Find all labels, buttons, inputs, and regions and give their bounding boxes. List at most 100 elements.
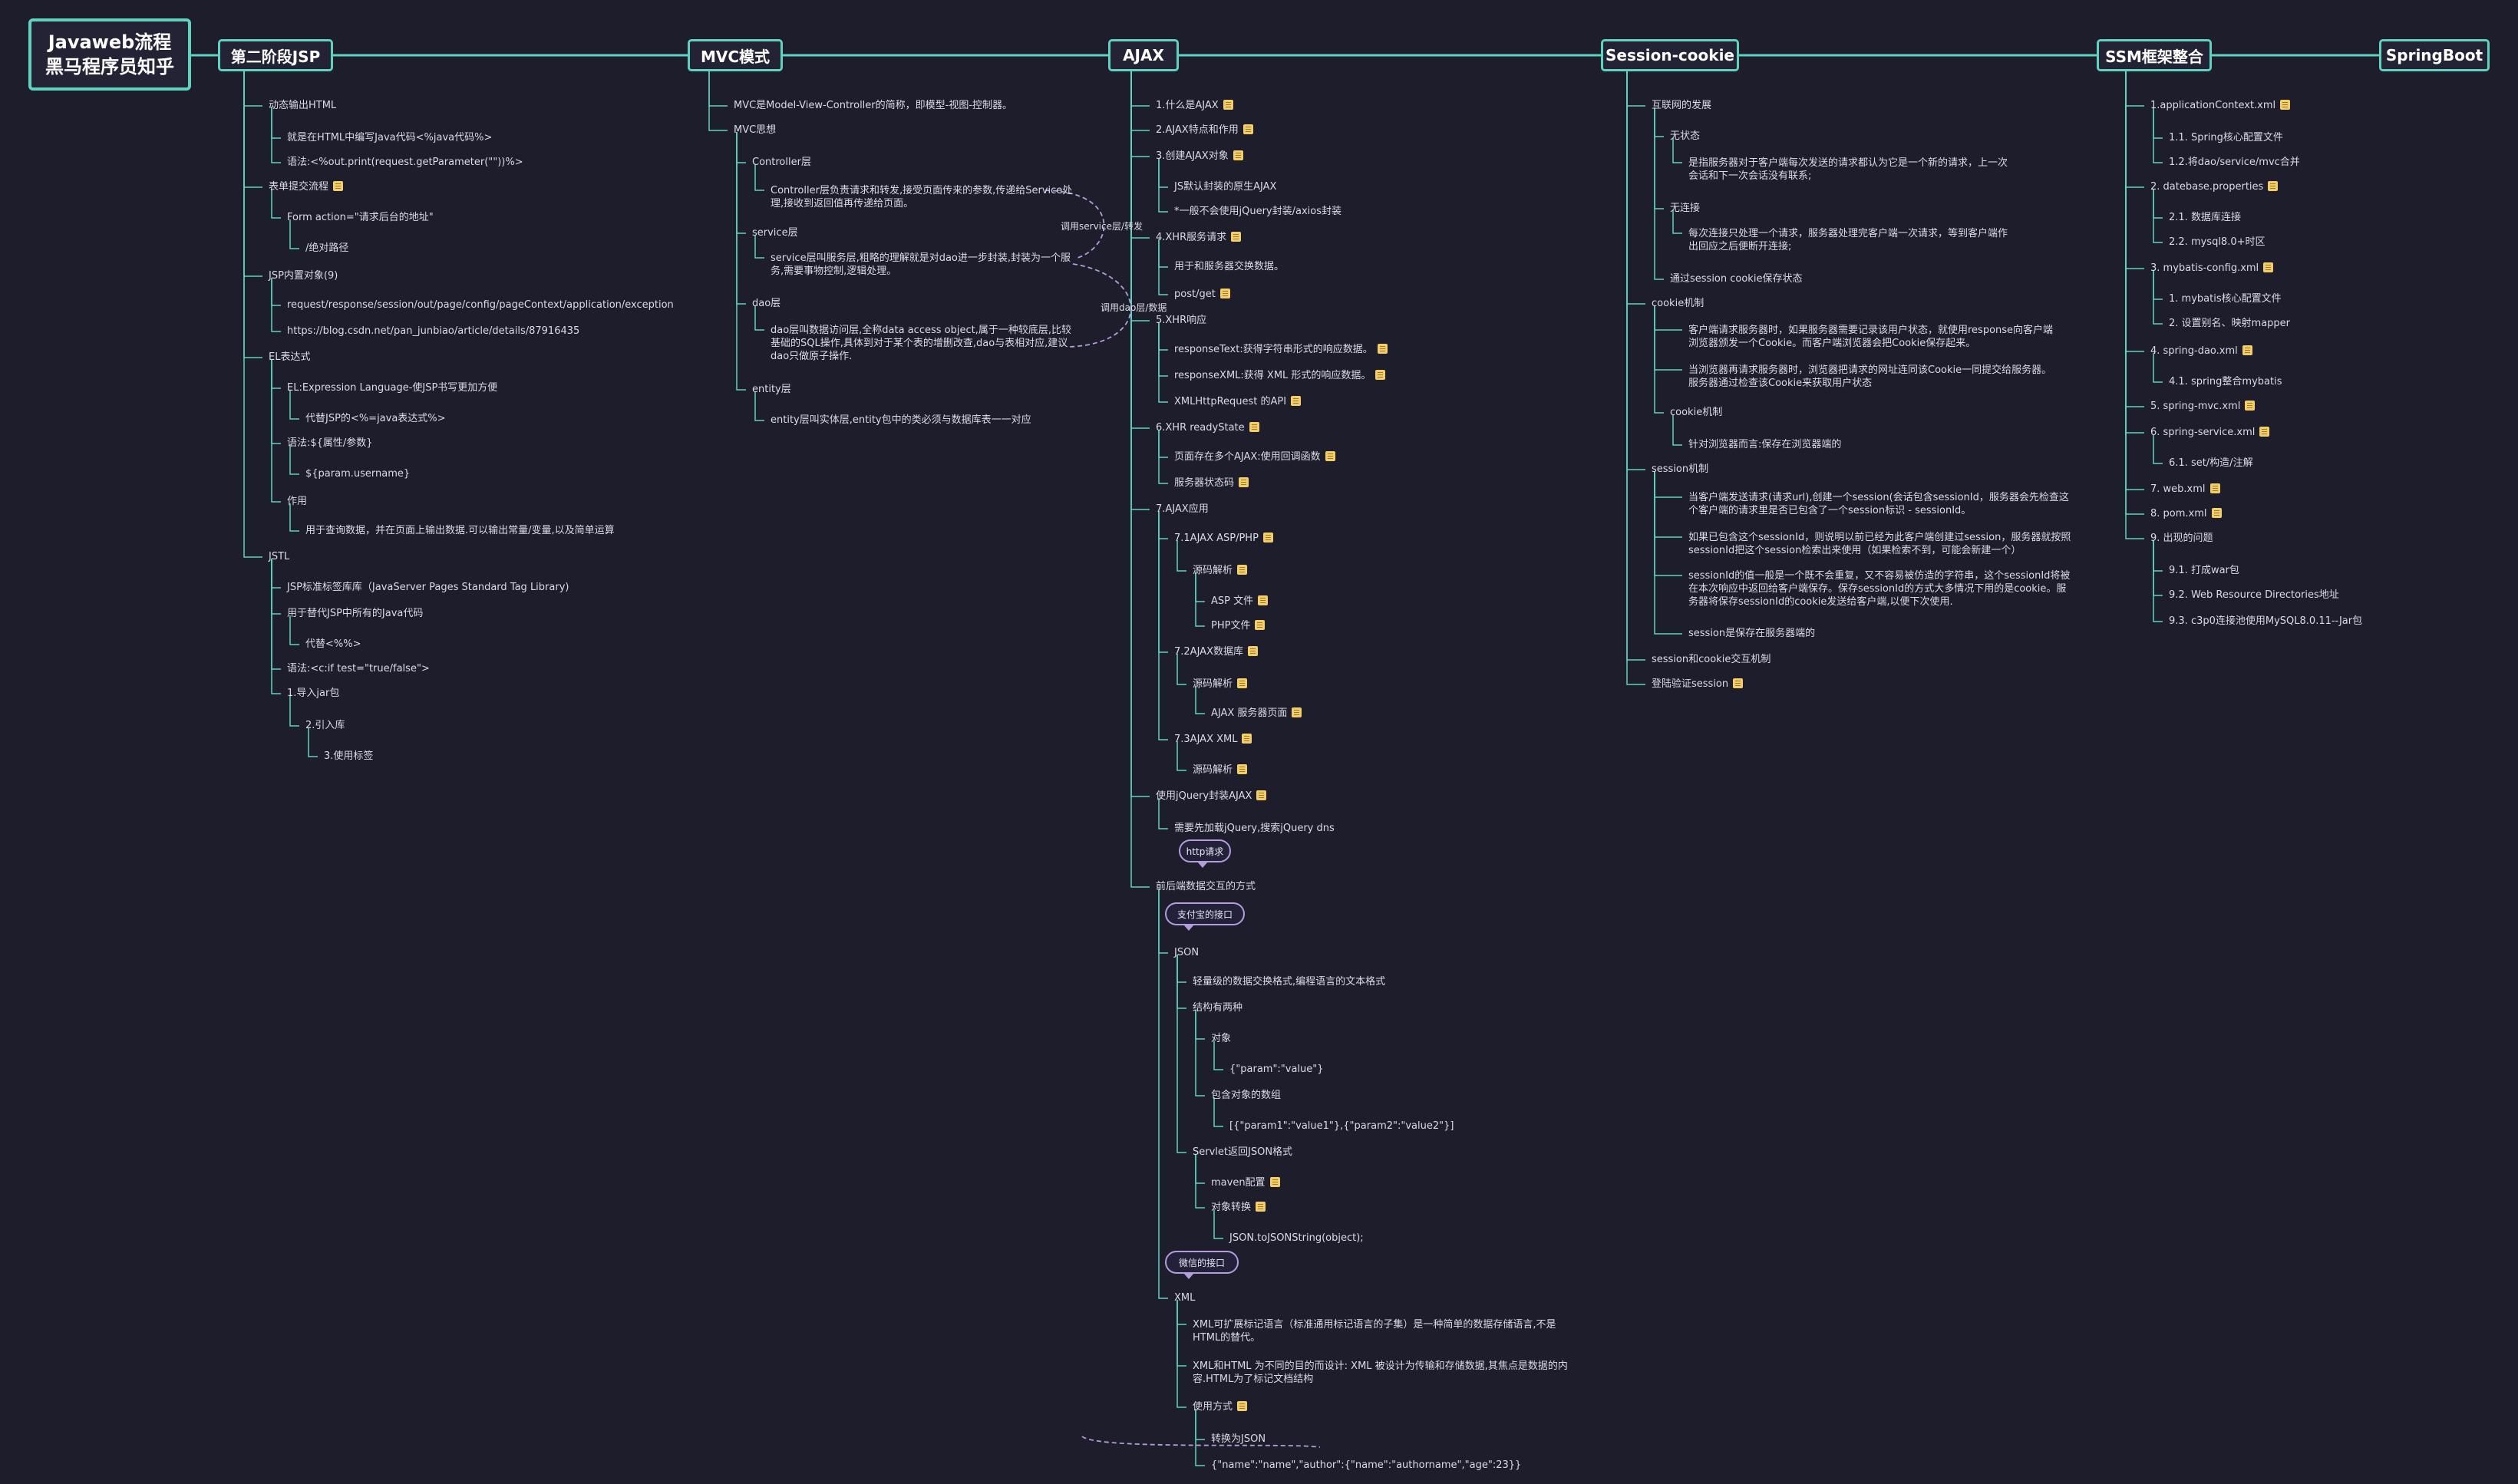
- ssm-node[interactable]: 1.applicationContext.xml: [2150, 100, 2291, 112]
- jsp-node[interactable]: 语法:${属性/参数}: [287, 437, 373, 450]
- ajax-node[interactable]: 源码解析: [1193, 764, 1248, 777]
- ssm-node[interactable]: 6.1. set/构造/注解: [2169, 457, 2253, 470]
- session-node[interactable]: session机制: [1652, 463, 1708, 476]
- ajax-node[interactable]: 7.3AJAX XML: [1174, 734, 1252, 746]
- ajax-node[interactable]: 3.创建AJAX对象: [1156, 150, 1243, 163]
- ajax-node[interactable]: 源码解析: [1193, 565, 1248, 577]
- callout-bubble[interactable]: 支付宝的接口: [1165, 902, 1245, 931]
- jsp-node[interactable]: Form action="请求后台的地址": [287, 212, 434, 224]
- ajax-node[interactable]: XML: [1174, 1292, 1195, 1304]
- ssm-node[interactable]: 1.2.将dao/service/mvc合并: [2169, 157, 2300, 169]
- ajax-node[interactable]: XML可扩展标记语言（标准通用标记语言的子集）是一种简单的数据存储语言,不是HT…: [1193, 1318, 1576, 1344]
- mvc-node[interactable]: dao层: [752, 298, 780, 310]
- jsp-node[interactable]: JSP标准标签库库（JavaServer Pages Standard Tag …: [287, 582, 569, 594]
- ajax-node[interactable]: XML和HTML 为不同的目的而设计: XML 被设计为传输和存储数据,其焦点是…: [1193, 1360, 1576, 1386]
- mvc-node[interactable]: dao层叫数据访问层,全称data access object,属于一种较底层,…: [771, 324, 1077, 363]
- ajax-node[interactable]: {"name":"name","author":{"name":"authorn…: [1211, 1459, 1521, 1472]
- jsp-node[interactable]: EL:Expression Language-使JSP书写更加方便: [287, 382, 497, 394]
- mvc-node[interactable]: service层叫服务层,粗略的理解就是对dao进一步封装,封装为一个服务,需要…: [771, 252, 1077, 278]
- jsp-node[interactable]: https://blog.csdn.net/pan_junbiao/articl…: [287, 325, 579, 338]
- ajax-node[interactable]: JSON: [1174, 947, 1199, 959]
- memo-icon[interactable]: [1223, 100, 1233, 110]
- session-node[interactable]: 互联网的发展: [1652, 100, 1711, 112]
- jsp-node[interactable]: 语法:<c:if test="true/false">: [287, 663, 430, 675]
- session-node[interactable]: sessionId的值一般是一个既不会重复，又不容易被仿造的字符串，这个sess…: [1688, 569, 2072, 608]
- jsp-node[interactable]: JSTL: [269, 551, 289, 563]
- ajax-node[interactable]: 1.什么是AJAX: [1156, 100, 1233, 112]
- ajax-node[interactable]: 页面存在多个AJAX:使用回调函数: [1174, 451, 1335, 463]
- ajax-node[interactable]: responseXML:获得 XML 形式的响应数据。: [1174, 370, 1386, 382]
- jsp-node[interactable]: 就是在HTML中编写Java代码<%java代码%>: [287, 132, 492, 144]
- callout-bubble[interactable]: 微信的接口: [1165, 1251, 1239, 1279]
- memo-icon[interactable]: [1256, 790, 1267, 800]
- memo-icon[interactable]: [1258, 595, 1269, 605]
- root-topic[interactable]: Javaweb流程 黑马程序员知乎: [28, 18, 191, 91]
- ssm-node[interactable]: 2.1. 数据库连接: [2169, 212, 2241, 224]
- jsp-node[interactable]: JSP内置对象(9): [269, 270, 338, 282]
- memo-icon[interactable]: [1325, 451, 1335, 461]
- ajax-node[interactable]: 使用方式: [1193, 1401, 1248, 1413]
- ajax-node[interactable]: 对象转换: [1211, 1202, 1266, 1214]
- ajax-node[interactable]: AJAX 服务器页面: [1211, 707, 1302, 720]
- ssm-node[interactable]: 4. spring-dao.xml: [2150, 345, 2252, 358]
- mvc-node[interactable]: MVC是Model-View-Controller的简称，即模型-视图-控制器。: [734, 100, 1012, 112]
- memo-icon[interactable]: [1242, 124, 1253, 134]
- ajax-node[interactable]: maven配置: [1211, 1177, 1280, 1189]
- session-node[interactable]: 无连接: [1670, 203, 1700, 215]
- jsp-node[interactable]: EL表达式: [269, 351, 310, 364]
- jsp-node[interactable]: 2.引入库: [305, 720, 345, 732]
- session-node[interactable]: cookie机制: [1652, 298, 1704, 310]
- ajax-node[interactable]: 4.XHR服务请求: [1156, 232, 1242, 244]
- session-node[interactable]: 通过session cookie保存状态: [1670, 273, 1802, 285]
- ssm-node[interactable]: 1. mybatis核心配置文件: [2169, 293, 2282, 305]
- jsp-node[interactable]: 1.导入jar包: [287, 688, 339, 700]
- ssm-node[interactable]: 5. spring-mvc.xml: [2150, 401, 2256, 413]
- ajax-node[interactable]: 转换为JSON: [1211, 1433, 1266, 1446]
- ssm-node[interactable]: 9.2. Web Resource Directories地址: [2169, 589, 2339, 602]
- ajax-node[interactable]: post/get: [1174, 289, 1230, 301]
- ssm-node[interactable]: 1.1. Spring核心配置文件: [2169, 132, 2283, 144]
- session-node[interactable]: 每次连接只处理一个请求，服务器处理完客户端一次请求，等到客户端作出回应之后便断开…: [1688, 227, 2011, 253]
- memo-icon[interactable]: [2280, 100, 2291, 110]
- memo-icon[interactable]: [1233, 150, 1243, 160]
- memo-icon[interactable]: [1239, 477, 1249, 487]
- ssm-node[interactable]: 2. 设置别名、映射mapper: [2169, 318, 2290, 330]
- ajax-node[interactable]: 轻量级的数据交换格式,编程语言的文本格式: [1193, 976, 1385, 988]
- memo-icon[interactable]: [2259, 427, 2270, 437]
- memo-icon[interactable]: [1377, 344, 1388, 354]
- jsp-node[interactable]: 代替JSP的<%=java表达式%>: [305, 413, 446, 425]
- topic-ssm[interactable]: SSM框架整合: [2097, 39, 2212, 71]
- jsp-node[interactable]: ${param.username}: [305, 468, 410, 480]
- ssm-node[interactable]: 4.1. spring整合mybatis: [2169, 376, 2282, 388]
- mvc-node[interactable]: MVC思想: [734, 124, 776, 137]
- ssm-node[interactable]: 2. datebase.properties: [2150, 181, 2279, 193]
- topic-jsp[interactable]: 第二阶段JSP: [218, 39, 333, 71]
- ajax-node[interactable]: {"param":"value"}: [1229, 1064, 1324, 1076]
- memo-icon[interactable]: [1292, 707, 1302, 717]
- ajax-node[interactable]: *一般不会使用jQuery封装/axios封装: [1174, 206, 1342, 218]
- session-node[interactable]: 如果已包含这个sessionId，则说明以前已经为此客户端创建过session，…: [1688, 531, 2072, 557]
- memo-icon[interactable]: [2268, 181, 2279, 191]
- ajax-node[interactable]: 需要先加载jQuery,搜索jQuery dns: [1174, 823, 1335, 835]
- ajax-node[interactable]: ASP 文件: [1211, 595, 1269, 608]
- jsp-node[interactable]: 语法:<%out.print(request.getParameter(""))…: [287, 157, 523, 169]
- ajax-node[interactable]: PHP文件: [1211, 620, 1266, 632]
- memo-icon[interactable]: [1242, 734, 1252, 744]
- ajax-node[interactable]: 用于和服务器交换数据。: [1174, 261, 1284, 273]
- session-node[interactable]: 当客户端发送请求(请求url),创建一个session(会话包含sessionI…: [1688, 491, 2072, 517]
- topic-session-cookie[interactable]: Session-cookie: [1601, 39, 1739, 71]
- ajax-node[interactable]: XMLHttpRequest 的API: [1174, 396, 1302, 408]
- memo-icon[interactable]: [1247, 646, 1258, 656]
- memo-icon[interactable]: [2245, 401, 2256, 411]
- memo-icon[interactable]: [1733, 678, 1744, 688]
- memo-icon[interactable]: [1237, 1401, 1248, 1411]
- jsp-node[interactable]: 用于查询数据，并在页面上输出数据.可以输出常量/变量,以及简单运算: [305, 525, 615, 537]
- memo-icon[interactable]: [1291, 396, 1302, 406]
- mvc-node[interactable]: entity层叫实体层,entity包中的类必须与数据库表一一对应: [771, 414, 1031, 427]
- ajax-node[interactable]: 前后端数据交互的方式: [1156, 881, 1256, 893]
- ajax-node[interactable]: 5.XHR响应: [1156, 315, 1206, 327]
- ajax-node[interactable]: 7.2AJAX数据库: [1174, 646, 1258, 658]
- topic-ajax[interactable]: AJAX: [1108, 39, 1179, 71]
- ajax-node[interactable]: JS默认封装的原生AJAX: [1174, 181, 1276, 193]
- ajax-node[interactable]: 6.XHR readyState: [1156, 422, 1259, 434]
